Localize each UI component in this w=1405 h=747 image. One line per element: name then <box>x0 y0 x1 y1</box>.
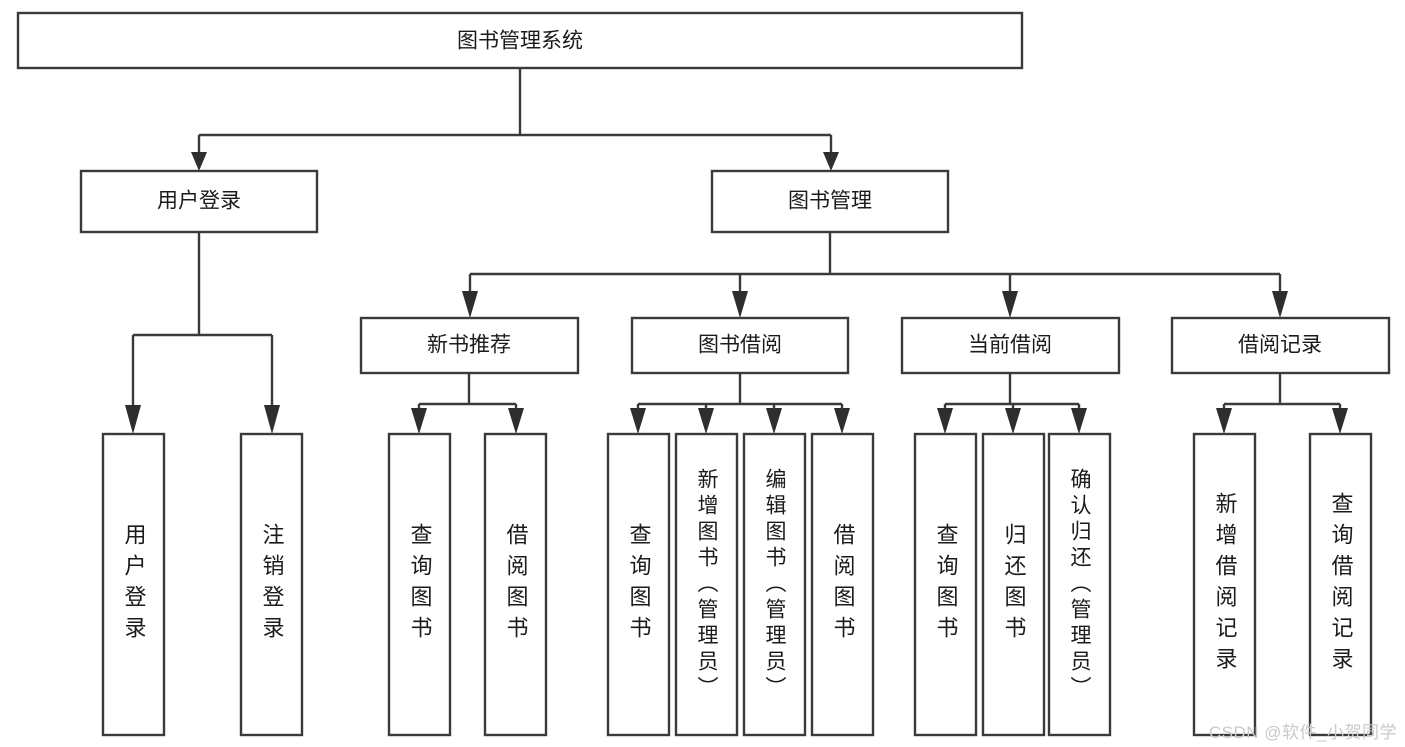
edge-borrowrecord-trunk <box>1222 373 1342 412</box>
arrowhead-leaf-query-borrow-record <box>1332 408 1348 434</box>
node-leaf-user-login-box[interactable] <box>101 432 166 737</box>
node-leaf-add-book-admin[interactable] <box>674 432 739 737</box>
arrowhead-user-login <box>191 152 207 171</box>
node-user-login-box[interactable] <box>79 169 319 234</box>
arrowhead-leaf-borrow-book-rec <box>508 408 524 434</box>
arrowhead-leaf-query-book-current <box>937 408 953 434</box>
edge-bookmanage-trunk <box>468 232 1282 296</box>
node-leaf-query-book-rec[interactable] <box>387 432 452 737</box>
arrowhead-leaf-add-book-admin <box>698 408 714 434</box>
node-borrow-record[interactable]: 借阅记录 <box>1170 316 1391 375</box>
arrowhead-book-manage <box>823 152 839 171</box>
node-leaf-borrow-book-box[interactable] <box>810 432 875 737</box>
edge-userlogin-trunk <box>131 232 274 410</box>
node-borrow-record-label: 借阅记录 <box>1238 334 1322 357</box>
node-root-box[interactable] <box>16 11 1024 70</box>
arrowhead-current-borrow <box>1002 291 1018 318</box>
node-root[interactable]: 图书管理系统 <box>16 11 1024 70</box>
node-root-label: 图书管理系统 <box>457 30 583 53</box>
node-leaf-return-book-box[interactable] <box>981 432 1046 737</box>
arrowhead-leaf-query-book-borrow <box>630 408 646 434</box>
arrowhead-leaf-borrow-book <box>834 408 850 434</box>
node-book-manage-label: 图书管理 <box>788 190 872 213</box>
node-leaf-user-login[interactable] <box>101 432 166 737</box>
arrowhead-leaf-edit-book-admin <box>766 408 782 434</box>
node-leaf-edit-book-admin[interactable] <box>742 432 807 737</box>
node-leaf-confirm-return-admin[interactable] <box>1047 432 1112 737</box>
node-leaf-query-book-current[interactable] <box>913 432 978 737</box>
node-leaf-query-borrow-record-box[interactable] <box>1308 432 1373 737</box>
csdn-watermark: CSDN @软件_小贺同学 <box>1208 723 1397 742</box>
node-leaf-logout[interactable] <box>239 432 304 737</box>
node-book-manage[interactable]: 图书管理 <box>710 169 950 234</box>
connector-layer <box>125 68 1348 434</box>
node-leaf-add-borrow-record-box[interactable] <box>1192 432 1257 737</box>
node-new-book-recommend-label: 新书推荐 <box>427 334 511 357</box>
edge-root-trunk <box>197 68 833 157</box>
node-leaf-query-borrow-record[interactable] <box>1308 432 1373 737</box>
edge-newbook-trunk <box>417 373 518 412</box>
arrowhead-new-book-recommend <box>462 291 478 318</box>
arrowhead-leaf-confirm-return-admin <box>1071 408 1087 434</box>
node-book-borrow[interactable]: 图书借阅 <box>630 316 850 375</box>
node-user-login[interactable]: 用户登录 <box>79 169 319 234</box>
node-leaf-add-borrow-record[interactable] <box>1192 432 1257 737</box>
edge-currentborrow-trunk <box>943 373 1081 412</box>
node-borrow-record-box[interactable] <box>1170 316 1391 375</box>
node-new-book-recommend[interactable]: 新书推荐 <box>359 316 580 375</box>
node-leaf-query-book-current-box[interactable] <box>913 432 978 737</box>
arrowhead-leaf-logout <box>264 405 280 434</box>
arrowhead-leaf-add-borrow-record <box>1216 408 1232 434</box>
node-current-borrow[interactable]: 当前借阅 <box>900 316 1121 375</box>
node-leaf-add-book-admin-box[interactable] <box>674 432 739 737</box>
arrowhead-book-borrow <box>732 291 748 318</box>
node-leaf-return-book[interactable] <box>981 432 1046 737</box>
node-leaf-query-book-borrow[interactable] <box>606 432 671 737</box>
arrowhead-leaf-query-book-rec <box>411 408 427 434</box>
node-user-login-label: 用户登录 <box>157 190 241 213</box>
node-current-borrow-label: 当前借阅 <box>968 334 1052 357</box>
edge-bookborrow-trunk <box>636 373 844 412</box>
node-book-manage-box[interactable] <box>710 169 950 234</box>
node-leaf-confirm-return-admin-box[interactable] <box>1047 432 1112 737</box>
arrowhead-borrow-record <box>1272 291 1288 318</box>
arrowhead-leaf-return-book <box>1005 408 1021 434</box>
node-leaf-borrow-book[interactable] <box>810 432 875 737</box>
node-leaf-logout-box[interactable] <box>239 432 304 737</box>
node-book-borrow-label: 图书借阅 <box>698 334 782 357</box>
node-current-borrow-box[interactable] <box>900 316 1121 375</box>
node-leaf-query-book-borrow-box[interactable] <box>606 432 671 737</box>
node-new-book-recommend-box[interactable] <box>359 316 580 375</box>
node-book-borrow-box[interactable] <box>630 316 850 375</box>
node-leaf-edit-book-admin-box[interactable] <box>742 432 807 737</box>
node-leaf-query-book-rec-box[interactable] <box>387 432 452 737</box>
node-leaf-borrow-book-rec-box[interactable] <box>483 432 548 737</box>
arrowhead-leaf-user-login <box>125 405 141 434</box>
node-leaf-borrow-book-rec[interactable] <box>483 432 548 737</box>
